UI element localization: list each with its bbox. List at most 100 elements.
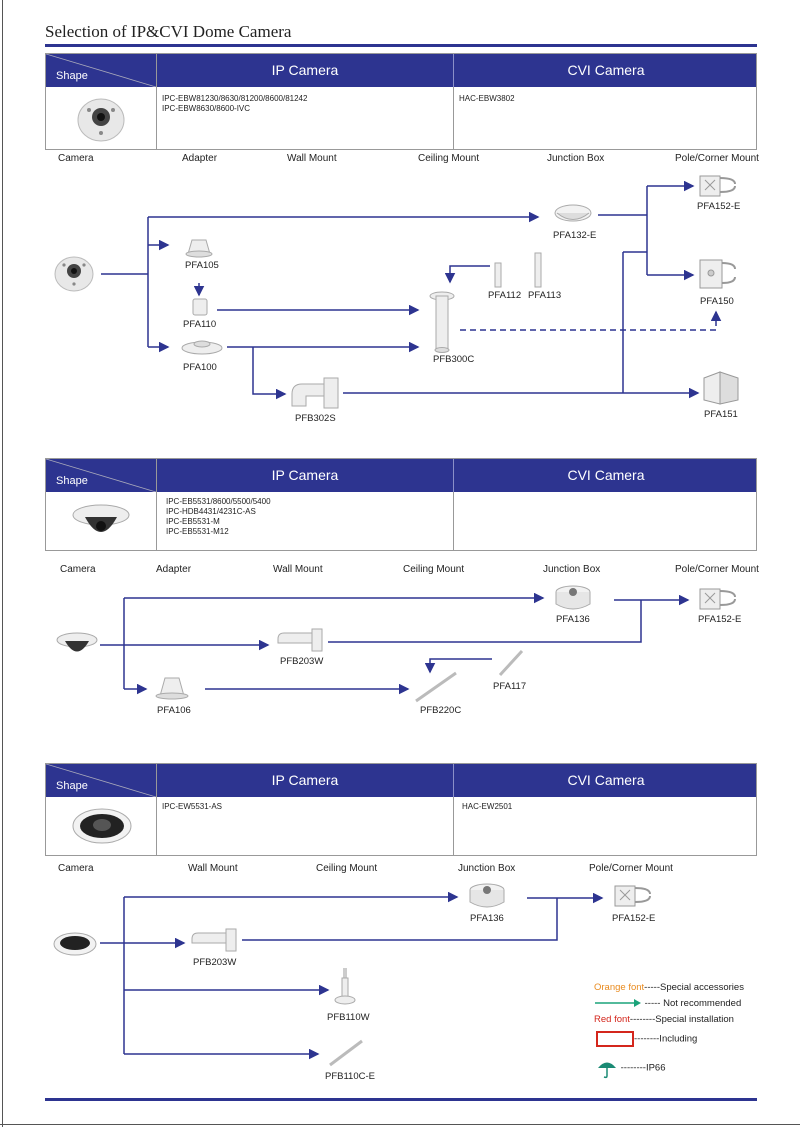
legend-ip66: --------IP66 — [620, 1062, 666, 1074]
column-divider — [453, 492, 454, 550]
fisheye-camera-image — [72, 808, 132, 844]
fisheye-camera-image — [77, 98, 125, 142]
product-label: PFA117 — [493, 681, 527, 692]
legend-row-ip66: --------IP66 — [596, 1057, 666, 1079]
wall-mount-image — [191, 928, 237, 952]
shape-label: Shape — [56, 780, 88, 792]
category-pole-corner-mount: Pole/Corner Mount — [675, 564, 759, 575]
category-ceiling-mount: Ceiling Mount — [403, 564, 465, 575]
category-pole-corner-mount: Pole/Corner Mount — [675, 153, 759, 164]
product-label: PFA152-E — [612, 913, 656, 924]
pole-extension-image — [498, 649, 524, 677]
junction-box-image — [469, 883, 505, 908]
product-label: PFA136 — [556, 614, 590, 625]
camera-table-2: Shape IP Camera CVI Camera IPC-EB5531/86… — [45, 458, 757, 551]
legend-not-recommended: ----- Not recommended — [644, 998, 742, 1009]
ceiling-mount-image — [334, 968, 356, 1005]
pole-extension-image — [534, 252, 542, 288]
category-wall-mount: Wall Mount — [287, 153, 337, 164]
category-junction-box: Junction Box — [547, 153, 605, 164]
legend-row-red-font: Red font--------Special installation — [594, 1014, 734, 1025]
footer-rule — [45, 1098, 757, 1101]
table-header — [46, 459, 756, 492]
product-label: PFB302S — [295, 413, 336, 424]
category-camera: Camera — [58, 863, 94, 874]
wall-mount-image — [291, 377, 339, 409]
ip-camera-header: IP Camera — [271, 62, 339, 78]
fisheye-camera-image — [54, 256, 94, 292]
cvi-camera-header: CVI Camera — [567, 467, 645, 483]
product-label: PFA113 — [528, 290, 562, 301]
shape-header-cell: Shape — [46, 54, 156, 87]
legend-orange-desc: -----Special accessories — [644, 982, 744, 993]
ceiling-mount-image — [329, 1039, 363, 1067]
adapter-image — [155, 677, 189, 700]
pole-mount-bracket-image — [699, 588, 736, 610]
column-divider — [453, 87, 454, 149]
table-header — [46, 764, 756, 797]
umbrella-icon — [598, 1062, 616, 1079]
product-label: PFA112 — [488, 290, 522, 301]
wall-mount-image — [277, 628, 323, 652]
legend-red-desc: --------Special installation — [629, 1014, 734, 1025]
product-label: PFA106 — [157, 705, 191, 716]
product-label: PFA132-E — [553, 230, 597, 241]
junction-box-image — [554, 204, 592, 222]
category-ceiling-mount: Ceiling Mount — [418, 153, 480, 164]
product-label: PFA152-E — [698, 614, 742, 625]
cvi-camera-header: CVI Camera — [567, 772, 645, 788]
green-arrow-icon — [595, 999, 641, 1008]
cvi-camera-models: HAC-EBW3802 — [459, 94, 515, 103]
category-adapter: Adapter — [182, 153, 218, 164]
adapter-image — [192, 298, 208, 316]
corner-mount-image — [703, 371, 739, 405]
column-divider — [156, 764, 157, 855]
legend-row-including: --------Including — [596, 1031, 697, 1047]
column-divider — [453, 797, 454, 855]
product-label: PFA105 — [185, 260, 219, 271]
category-adapter: Adapter — [156, 564, 192, 575]
product-label: PFA150 — [700, 296, 734, 307]
shape-label: Shape — [56, 70, 88, 82]
column-divider — [156, 54, 157, 149]
product-label: PFB220C — [420, 705, 462, 716]
category-camera: Camera — [60, 564, 96, 575]
product-label: PFA151 — [704, 409, 738, 420]
product-label: PFB203W — [280, 656, 324, 667]
legend-red-font: Red font — [594, 1014, 630, 1025]
page-title: Selection of IP&CVI Dome Camera — [45, 22, 292, 41]
mini-dome-camera-image — [56, 632, 98, 652]
category-junction-box: Junction Box — [458, 863, 516, 874]
product-label: PFB203W — [193, 957, 237, 968]
pole-extension-image — [494, 262, 502, 288]
pole-mount-bracket-image — [699, 175, 736, 197]
cvi-camera-models: HAC-EW2501 — [462, 802, 513, 811]
junction-box-image — [555, 585, 591, 610]
product-label: PFA100 — [183, 362, 217, 373]
ip-camera-models: IPC-EB5531/8600/5500/5400 IPC-HDB4431/42… — [166, 497, 271, 536]
ceiling-mount-image — [429, 291, 455, 353]
left-margin-rule — [2, 0, 3, 1127]
camera-table-3: Shape IP Camera CVI Camera IPC-EW5531-AS… — [45, 763, 757, 856]
ip-camera-header: IP Camera — [271, 772, 339, 788]
legend-row-not-recommended: ----- Not recommended — [594, 998, 741, 1009]
ip-camera-header: IP Camera — [271, 467, 339, 483]
product-label: PFB110W — [327, 1012, 370, 1023]
header-divider — [453, 764, 454, 797]
column-divider — [156, 459, 157, 550]
fisheye-camera-image — [53, 932, 97, 956]
product-label: PFB110C-E — [325, 1071, 375, 1082]
ip-camera-models: IPC-EW5531-AS — [162, 802, 223, 811]
red-box-icon — [596, 1031, 634, 1047]
mini-dome-camera-image — [72, 504, 130, 532]
category-ceiling-mount: Ceiling Mount — [316, 863, 378, 874]
header-divider — [453, 54, 454, 87]
header-divider — [453, 459, 454, 492]
category-camera: Camera — [58, 153, 94, 164]
ip-camera-models: IPC-EBW81230/8630/81200/8600/81242 IPC-E… — [162, 94, 308, 113]
product-label: PFB300C — [433, 354, 475, 365]
legend-including: --------Including — [634, 1033, 698, 1045]
